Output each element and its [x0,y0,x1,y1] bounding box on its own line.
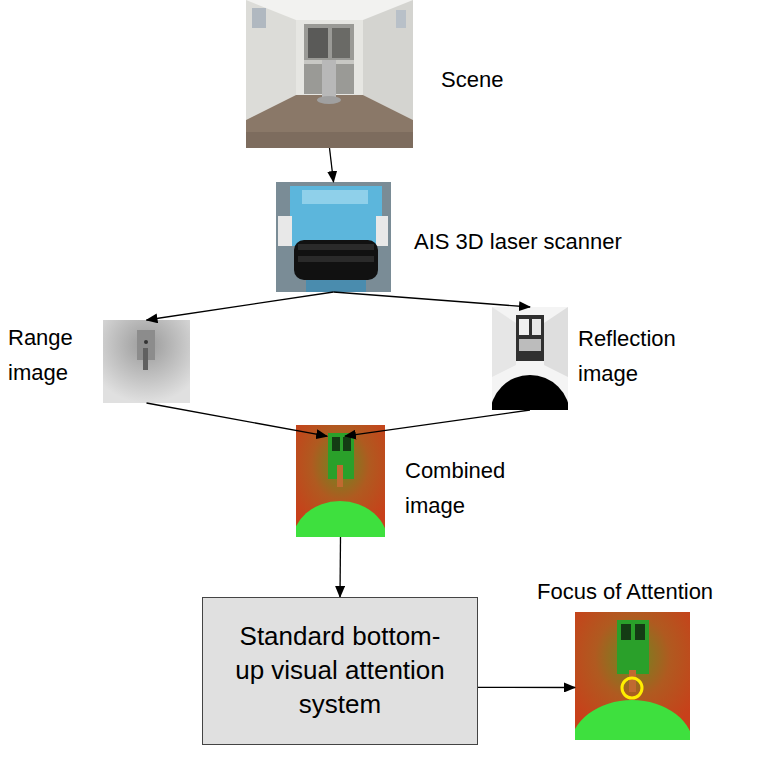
scanner-image-node: AIS 3D laser scanner [276,182,391,292]
flow-arrow [330,148,334,182]
range-image-node: Range image [103,320,190,403]
process-label: Standard bottom-up visual attention syst… [230,620,450,721]
flow-arrow [334,292,531,307]
scanner-photo [276,182,391,292]
flow-arrow [339,537,341,597]
combined-image-node: Combined image [296,425,385,537]
flow-arrow [345,410,530,436]
image-caption: Reflection image [578,321,708,391]
image-caption: Focus of Attention [537,574,759,609]
combined-image [296,425,385,537]
flow-arrow [147,403,328,436]
image-caption: Range image [8,320,93,390]
process-box: Standard bottom-up visual attention syst… [202,597,478,745]
reflection-image-node: Reflection image [492,307,568,410]
scene-image-node: Scene [246,0,413,148]
flow-arrow [478,687,575,689]
range-image [103,320,190,403]
focus-image-node: Focus of Attention [575,612,690,740]
reflection-image [492,307,568,410]
image-caption: Scene [441,62,561,97]
image-caption: Combined image [405,453,535,523]
flow-arrow [147,292,334,320]
scene-photo [246,0,413,148]
focus-image [575,612,690,740]
image-caption: AIS 3D laser scanner [414,224,674,259]
